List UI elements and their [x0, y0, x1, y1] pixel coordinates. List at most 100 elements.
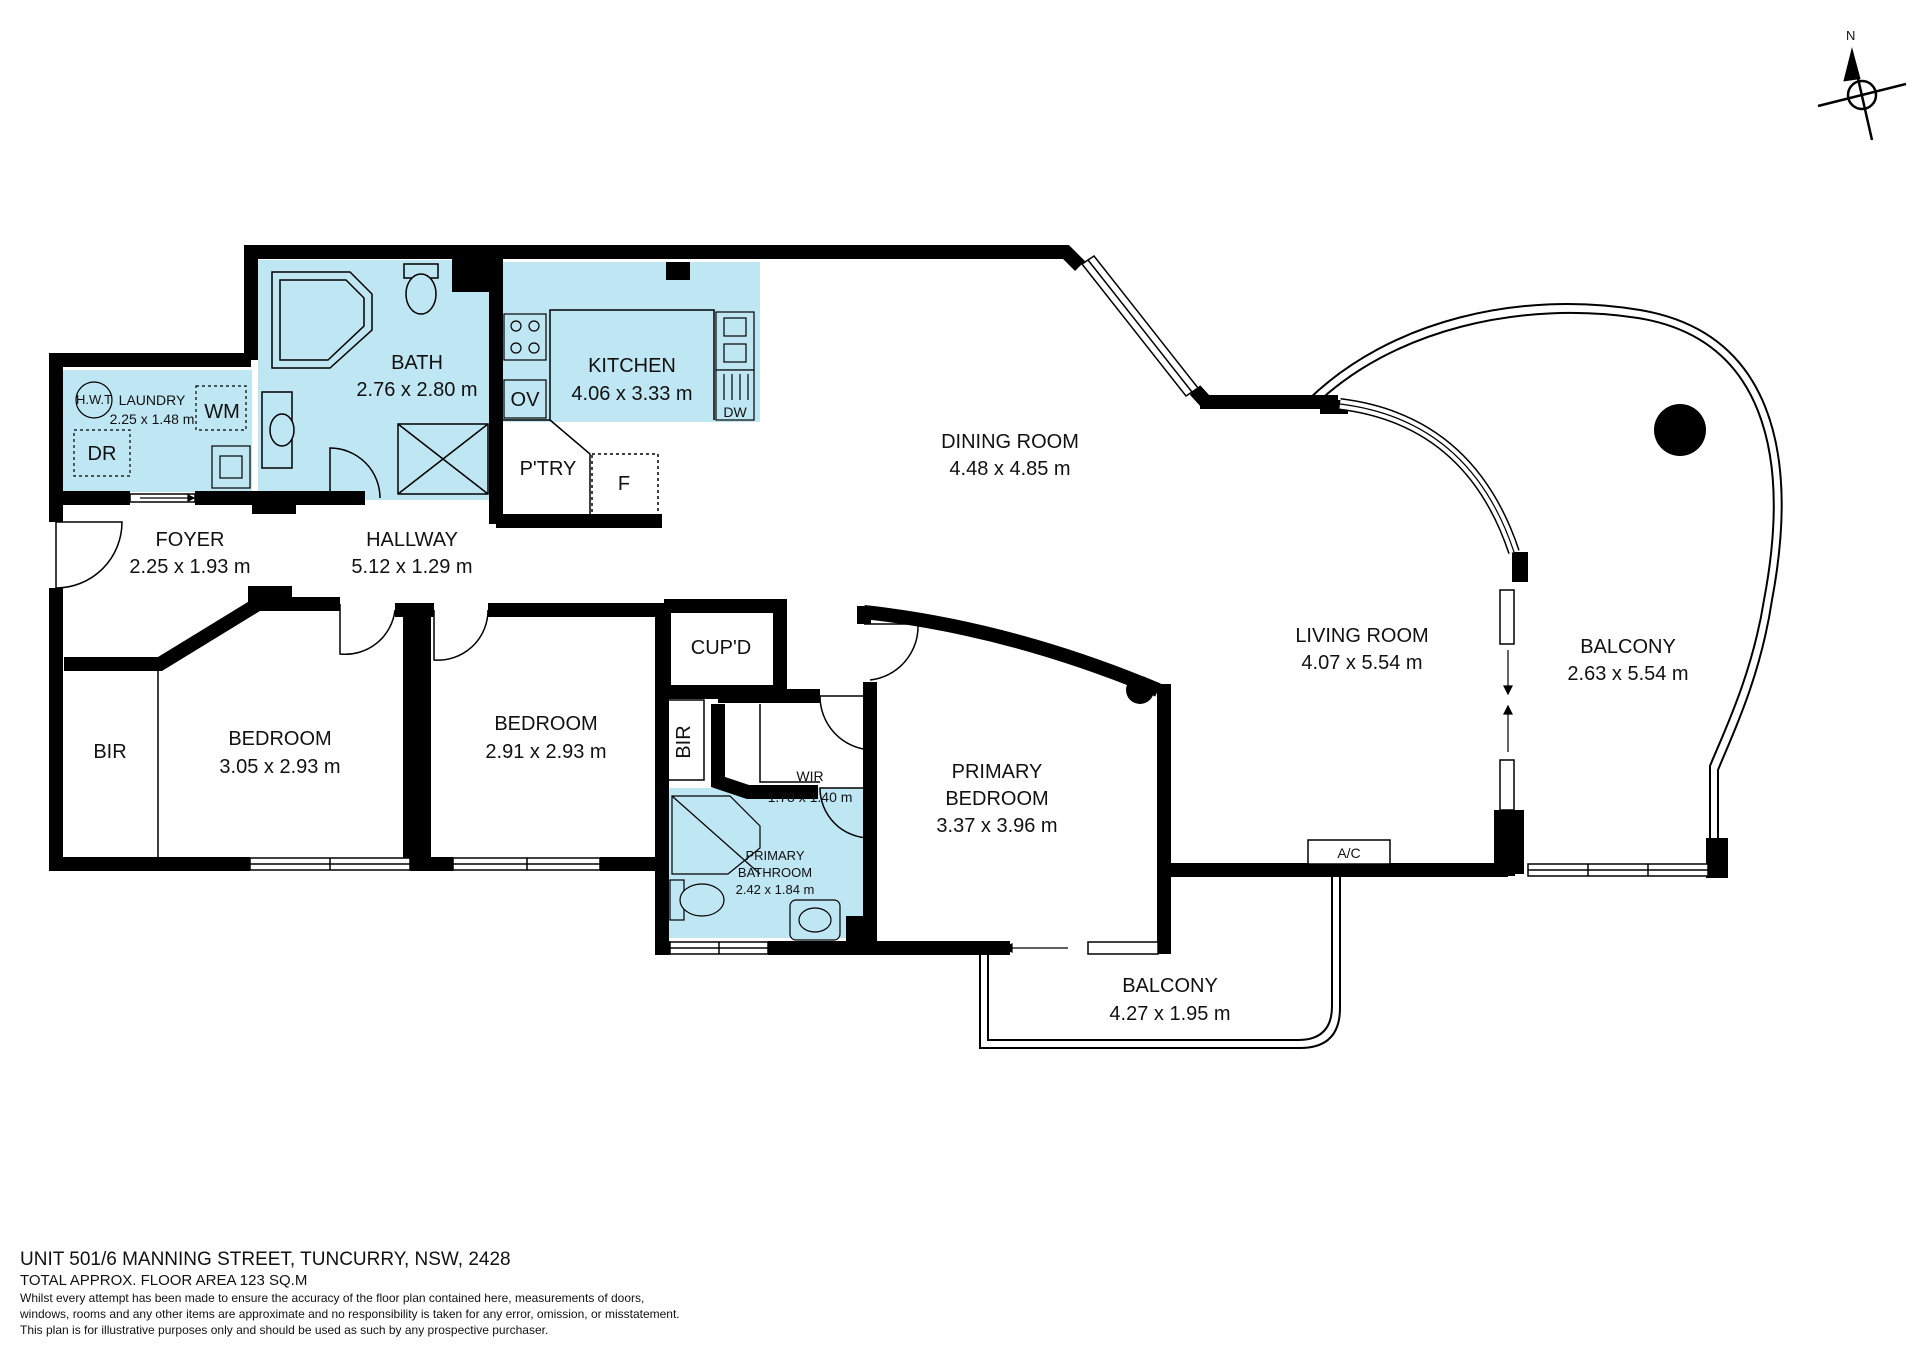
disclaimer-line-3: This plan is for illustrative purposes o…: [20, 1323, 549, 1337]
bath-door: [329, 447, 381, 499]
primary-bath-door: [819, 787, 871, 839]
wall-blocks: [248, 252, 1728, 952]
bir-left-label: BIR: [93, 741, 126, 763]
ac-label: A/C: [1337, 845, 1360, 861]
primary-toilet: [679, 883, 725, 917]
north-arrow-icon: [1843, 47, 1861, 82]
cupboard-label: CUP'D: [691, 637, 752, 659]
balcony-south-label: BALCONY: [1122, 975, 1218, 997]
balcony-curved-glass: [1339, 398, 1520, 554]
balcony-south-dims: 4.27 x 1.95 m: [1109, 1003, 1230, 1025]
bedroom1-door: [339, 604, 396, 656]
dining-label: DINING ROOM: [941, 431, 1079, 453]
bedroom1-north-wall: [64, 597, 340, 671]
toilet-bowl: [405, 273, 437, 315]
disclaimer-line-1: Whilst every attempt has been made to en…: [20, 1291, 645, 1305]
laundry-tub: [211, 445, 251, 489]
bir-mid-label: BIR: [673, 725, 695, 758]
hwt-circle: [75, 381, 113, 419]
dining-dims: 4.48 x 4.85 m: [949, 458, 1070, 480]
doors: [55, 447, 919, 839]
hallway-dims: 5.12 x 1.29 m: [351, 556, 472, 578]
fridge-label: F: [618, 473, 630, 495]
sliding-arrows: [140, 494, 1513, 953]
wir-door: [819, 695, 871, 751]
laundry-dims: 2.25 x 1.48 m: [110, 411, 195, 427]
balcony-window-1: [1499, 589, 1515, 645]
north-label: N: [1846, 28, 1855, 43]
primary-bath-walls: [655, 840, 670, 955]
pantry-label: P'TRY: [520, 458, 577, 480]
foyer-dims: 2.25 x 1.93 m: [129, 556, 250, 578]
primary-bathroom-label-1: PRIMARY: [746, 848, 805, 863]
living-dims: 4.07 x 5.54 m: [1301, 652, 1422, 674]
wir-dims: 1.78 x 1.40 m: [768, 789, 853, 805]
primary-bathroom-dims: 2.42 x 1.84 m: [736, 882, 815, 897]
bedroom2-door: [433, 609, 489, 661]
plan-footer: UNIT 501/6 MANNING STREET, TUNCURRY, NSW…: [20, 1248, 920, 1338]
laundry-fill: [62, 370, 252, 492]
fixture-labels: H.W.T WM DR OV DW P'TRY F CUP'D BIR BIR …: [76, 389, 1361, 861]
balcony-east-dims: 2.63 x 5.54 m: [1567, 663, 1688, 685]
south-balcony-outline: [979, 876, 1341, 1049]
primary-bedroom-door: [864, 623, 919, 681]
bath-dims: 2.76 x 2.80 m: [356, 379, 477, 401]
primary-bedroom-dims: 3.37 x 3.96 m: [936, 815, 1057, 837]
thin-partitions: [157, 309, 820, 858]
bedroom1-label: BEDROOM: [228, 728, 331, 750]
primary-bathroom-label-2: BATHROOM: [738, 865, 812, 880]
oven: [503, 379, 547, 419]
balcony-column: [1654, 404, 1706, 456]
laundry-label: LAUNDRY: [119, 392, 186, 408]
primary-bath-fixtures: [669, 795, 841, 941]
fridge: [591, 453, 659, 517]
room-labels: LAUNDRY 2.25 x 1.48 m BATH 2.76 x 2.80 m…: [110, 352, 1689, 1025]
kitchen-dims: 4.06 x 3.33 m: [571, 383, 692, 405]
kitchen-label: KITCHEN: [588, 355, 676, 377]
ac-unit: [1307, 839, 1391, 865]
dw-label: DW: [723, 404, 747, 420]
primary-bedroom-window: [1087, 941, 1159, 955]
laundry-walls: [49, 353, 251, 505]
kitchen-island: [549, 309, 715, 420]
wir-walls: [711, 704, 818, 799]
north-wall: [244, 245, 1085, 360]
entry-door: [55, 521, 123, 589]
dr-box: [73, 429, 131, 477]
wir-label: WIR: [796, 768, 823, 784]
kitchen-fixtures: [503, 311, 755, 421]
property-address: UNIT 501/6 MANNING STREET, TUNCURRY, NSW…: [20, 1249, 511, 1270]
corner-bath: [271, 271, 373, 369]
west-wall-lower: [49, 588, 250, 871]
hallway-label: HALLWAY: [366, 529, 458, 551]
dr-label: DR: [88, 443, 117, 465]
bedroom2-dims: 2.91 x 2.93 m: [485, 741, 606, 763]
windows: [129, 254, 1709, 955]
primary-bedroom-label-1: PRIMARY: [952, 761, 1043, 783]
balcony-east-label: BALCONY: [1580, 636, 1676, 658]
foyer-label: FOYER: [156, 529, 225, 551]
wir-inner: [759, 704, 820, 783]
wm-label: WM: [204, 401, 240, 423]
bedroom2-label: BEDROOM: [494, 713, 597, 735]
ov-label: OV: [511, 389, 541, 411]
living-label: LIVING ROOM: [1295, 625, 1428, 647]
disclaimer-line-2: windows, rooms and any other items are a…: [20, 1307, 680, 1321]
laundry-fixtures: [73, 381, 251, 489]
primary-bedroom-label-2: BEDROOM: [945, 788, 1048, 810]
bedroom1-dims: 3.05 x 2.93 m: [219, 756, 340, 778]
bath-fixtures: [261, 263, 489, 495]
primary-bedroom-curved-wall: [863, 605, 1161, 697]
wm-box: [195, 385, 247, 431]
floor-area: TOTAL APPROX. FLOOR AREA 123 SQ.M: [20, 1272, 308, 1289]
bath-label: BATH: [391, 352, 443, 374]
north-compass: [1817, 47, 1907, 141]
hwt-label: H.W.T: [76, 392, 112, 407]
kitchen-sink: [715, 311, 755, 371]
east-balcony-outline: [1307, 303, 1783, 840]
bir-mid: [663, 699, 705, 781]
cooktop: [503, 313, 547, 361]
balcony-window-2: [1499, 759, 1515, 811]
pantry-diag: [549, 419, 591, 516]
